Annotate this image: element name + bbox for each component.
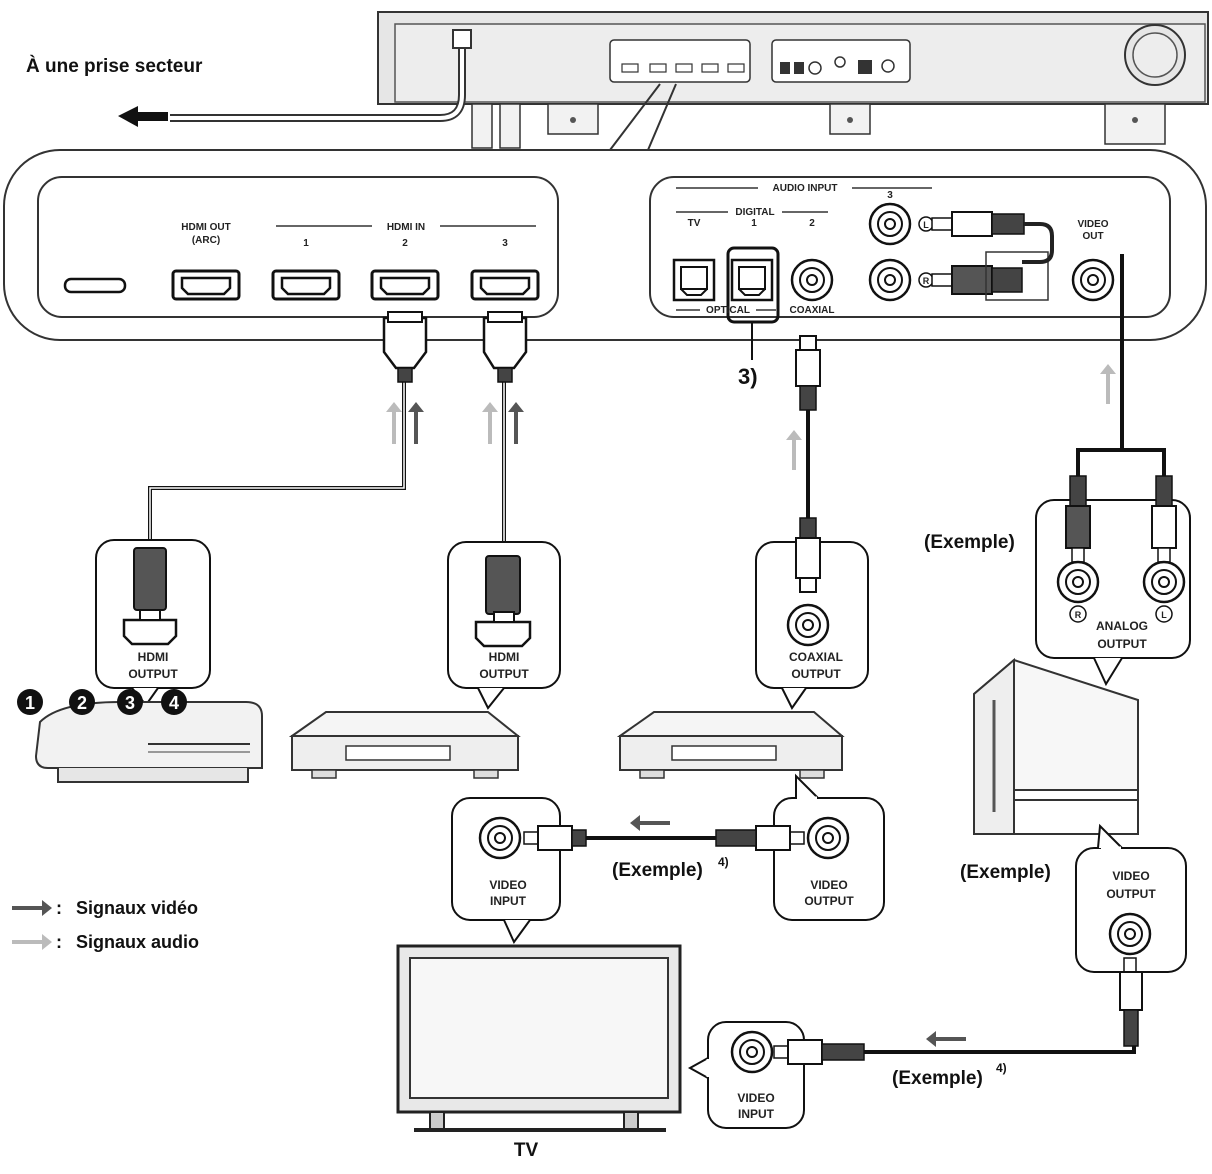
signal-arrows	[386, 364, 1116, 1047]
analog-3-label: 3	[887, 190, 893, 201]
video-out-label-2: OUT	[1082, 231, 1103, 242]
analog-r-mark: R	[923, 276, 930, 286]
callout-3: 3)	[738, 364, 758, 389]
analog-l-mark: L	[923, 220, 929, 230]
badge-1: 1	[25, 693, 35, 713]
hdmi-output-2-label: HDMI	[489, 650, 520, 664]
analog-l-jack[interactable]	[868, 202, 912, 246]
analog-l-device-mark: L	[1161, 610, 1167, 620]
svg-text::: :	[56, 932, 62, 952]
hdmi-in-1-label: 1	[303, 238, 309, 249]
power-arrow-icon	[118, 106, 168, 127]
footnote-4-bottom: 4)	[996, 1061, 1007, 1075]
tv	[396, 944, 682, 1132]
analog-output-label-2: OUTPUT	[1097, 637, 1147, 651]
video-output-3-label: VIDEO	[810, 878, 847, 892]
device-1-console	[34, 539, 263, 783]
hdmi-out-arc-label: (ARC)	[192, 235, 220, 246]
hdmi-in-label: HDMI IN	[387, 222, 425, 233]
video-input-2-label-2: INPUT	[738, 1107, 775, 1121]
coaxial-port[interactable]	[790, 258, 834, 302]
digital-tv-label: TV	[688, 218, 701, 229]
audio-input-label: AUDIO INPUT	[773, 183, 838, 194]
soundbar-rear	[118, 11, 1209, 151]
analog-output-label: ANALOG	[1096, 619, 1148, 633]
device-3-player	[616, 517, 869, 779]
digital-1-label: 1	[751, 218, 757, 229]
video-output-3-label-2: OUTPUT	[804, 894, 854, 908]
power-outlet-label: À une prise secteur	[26, 55, 203, 77]
hdmi-in-2-label: 2	[402, 238, 408, 249]
legend: : :	[12, 898, 62, 952]
svg-text::: :	[56, 898, 62, 918]
coaxial-output-label: COAXIAL	[789, 650, 843, 664]
coaxial-output-label-2: OUTPUT	[791, 667, 841, 681]
example-label-analog: (Exemple)	[924, 532, 1015, 553]
hdmi-out-port[interactable]	[171, 269, 241, 301]
optical-1-port[interactable]	[730, 258, 774, 302]
video-output-4-label: VIDEO	[1112, 869, 1149, 883]
example-label-bottom: (Exemple)	[892, 1068, 983, 1089]
legend-audio-arrow-icon	[12, 934, 52, 950]
video-input-bubble-2	[687, 1021, 865, 1129]
hdmi-in-3-label: 3	[502, 238, 508, 249]
optical-tv-port[interactable]	[672, 258, 716, 302]
analog-r-jack[interactable]	[868, 258, 912, 302]
coaxial-panel-label: COAXIAL	[790, 305, 835, 316]
example-label-console: (Exemple)	[960, 862, 1051, 883]
hdmi-in-1-port[interactable]	[271, 269, 341, 301]
hdmi-plugs-panel	[382, 311, 528, 383]
panel-hdmi	[37, 176, 559, 318]
video-out-jack[interactable]	[1071, 258, 1115, 302]
optical-label: OPTICAL	[706, 305, 750, 316]
legend-audio-label: Signaux audio	[76, 932, 199, 952]
cables	[148, 254, 1166, 1054]
legend-video-arrow-icon	[12, 900, 52, 916]
analog-r-device-mark: R	[1075, 610, 1082, 620]
example-label-middle: (Exemple)	[612, 860, 703, 881]
number-badges	[17, 689, 187, 715]
tv-label: TV	[514, 1140, 539, 1161]
video-input-2-label: VIDEO	[737, 1091, 774, 1105]
hdmi-out-label: HDMI OUT	[181, 222, 230, 233]
hdmi-in-2-port[interactable]	[370, 269, 440, 301]
digital-2-label: 2	[809, 218, 815, 229]
video-output-bubble-3	[715, 773, 885, 921]
badge-3: 3	[125, 693, 135, 713]
badge-2: 2	[77, 693, 87, 713]
video-output-4-label-2: OUTPUT	[1106, 887, 1156, 901]
legend-video-label: Signaux vidéo	[76, 898, 198, 918]
footnote-4-middle: 4)	[718, 855, 729, 869]
video-input-bubble-1	[451, 797, 587, 944]
hdmi-output-1-label: HDMI	[138, 650, 169, 664]
hdmi-in-3-port[interactable]	[470, 269, 540, 301]
coax-plug-panel	[795, 335, 821, 411]
panel-audio	[649, 176, 1171, 324]
device-4-console	[973, 475, 1191, 835]
digital-label: DIGITAL	[735, 207, 774, 218]
video-input-1-label-2: INPUT	[490, 894, 527, 908]
device-2-player	[288, 541, 561, 779]
hdmi-output-1-label-2: OUTPUT	[128, 667, 178, 681]
video-input-1-label: VIDEO	[489, 878, 526, 892]
badge-4: 4	[169, 693, 179, 713]
video-out-label: VIDEO	[1077, 219, 1108, 230]
video-output-bubble-4	[1075, 823, 1187, 1047]
hdmi-output-2-label-2: OUTPUT	[479, 667, 529, 681]
